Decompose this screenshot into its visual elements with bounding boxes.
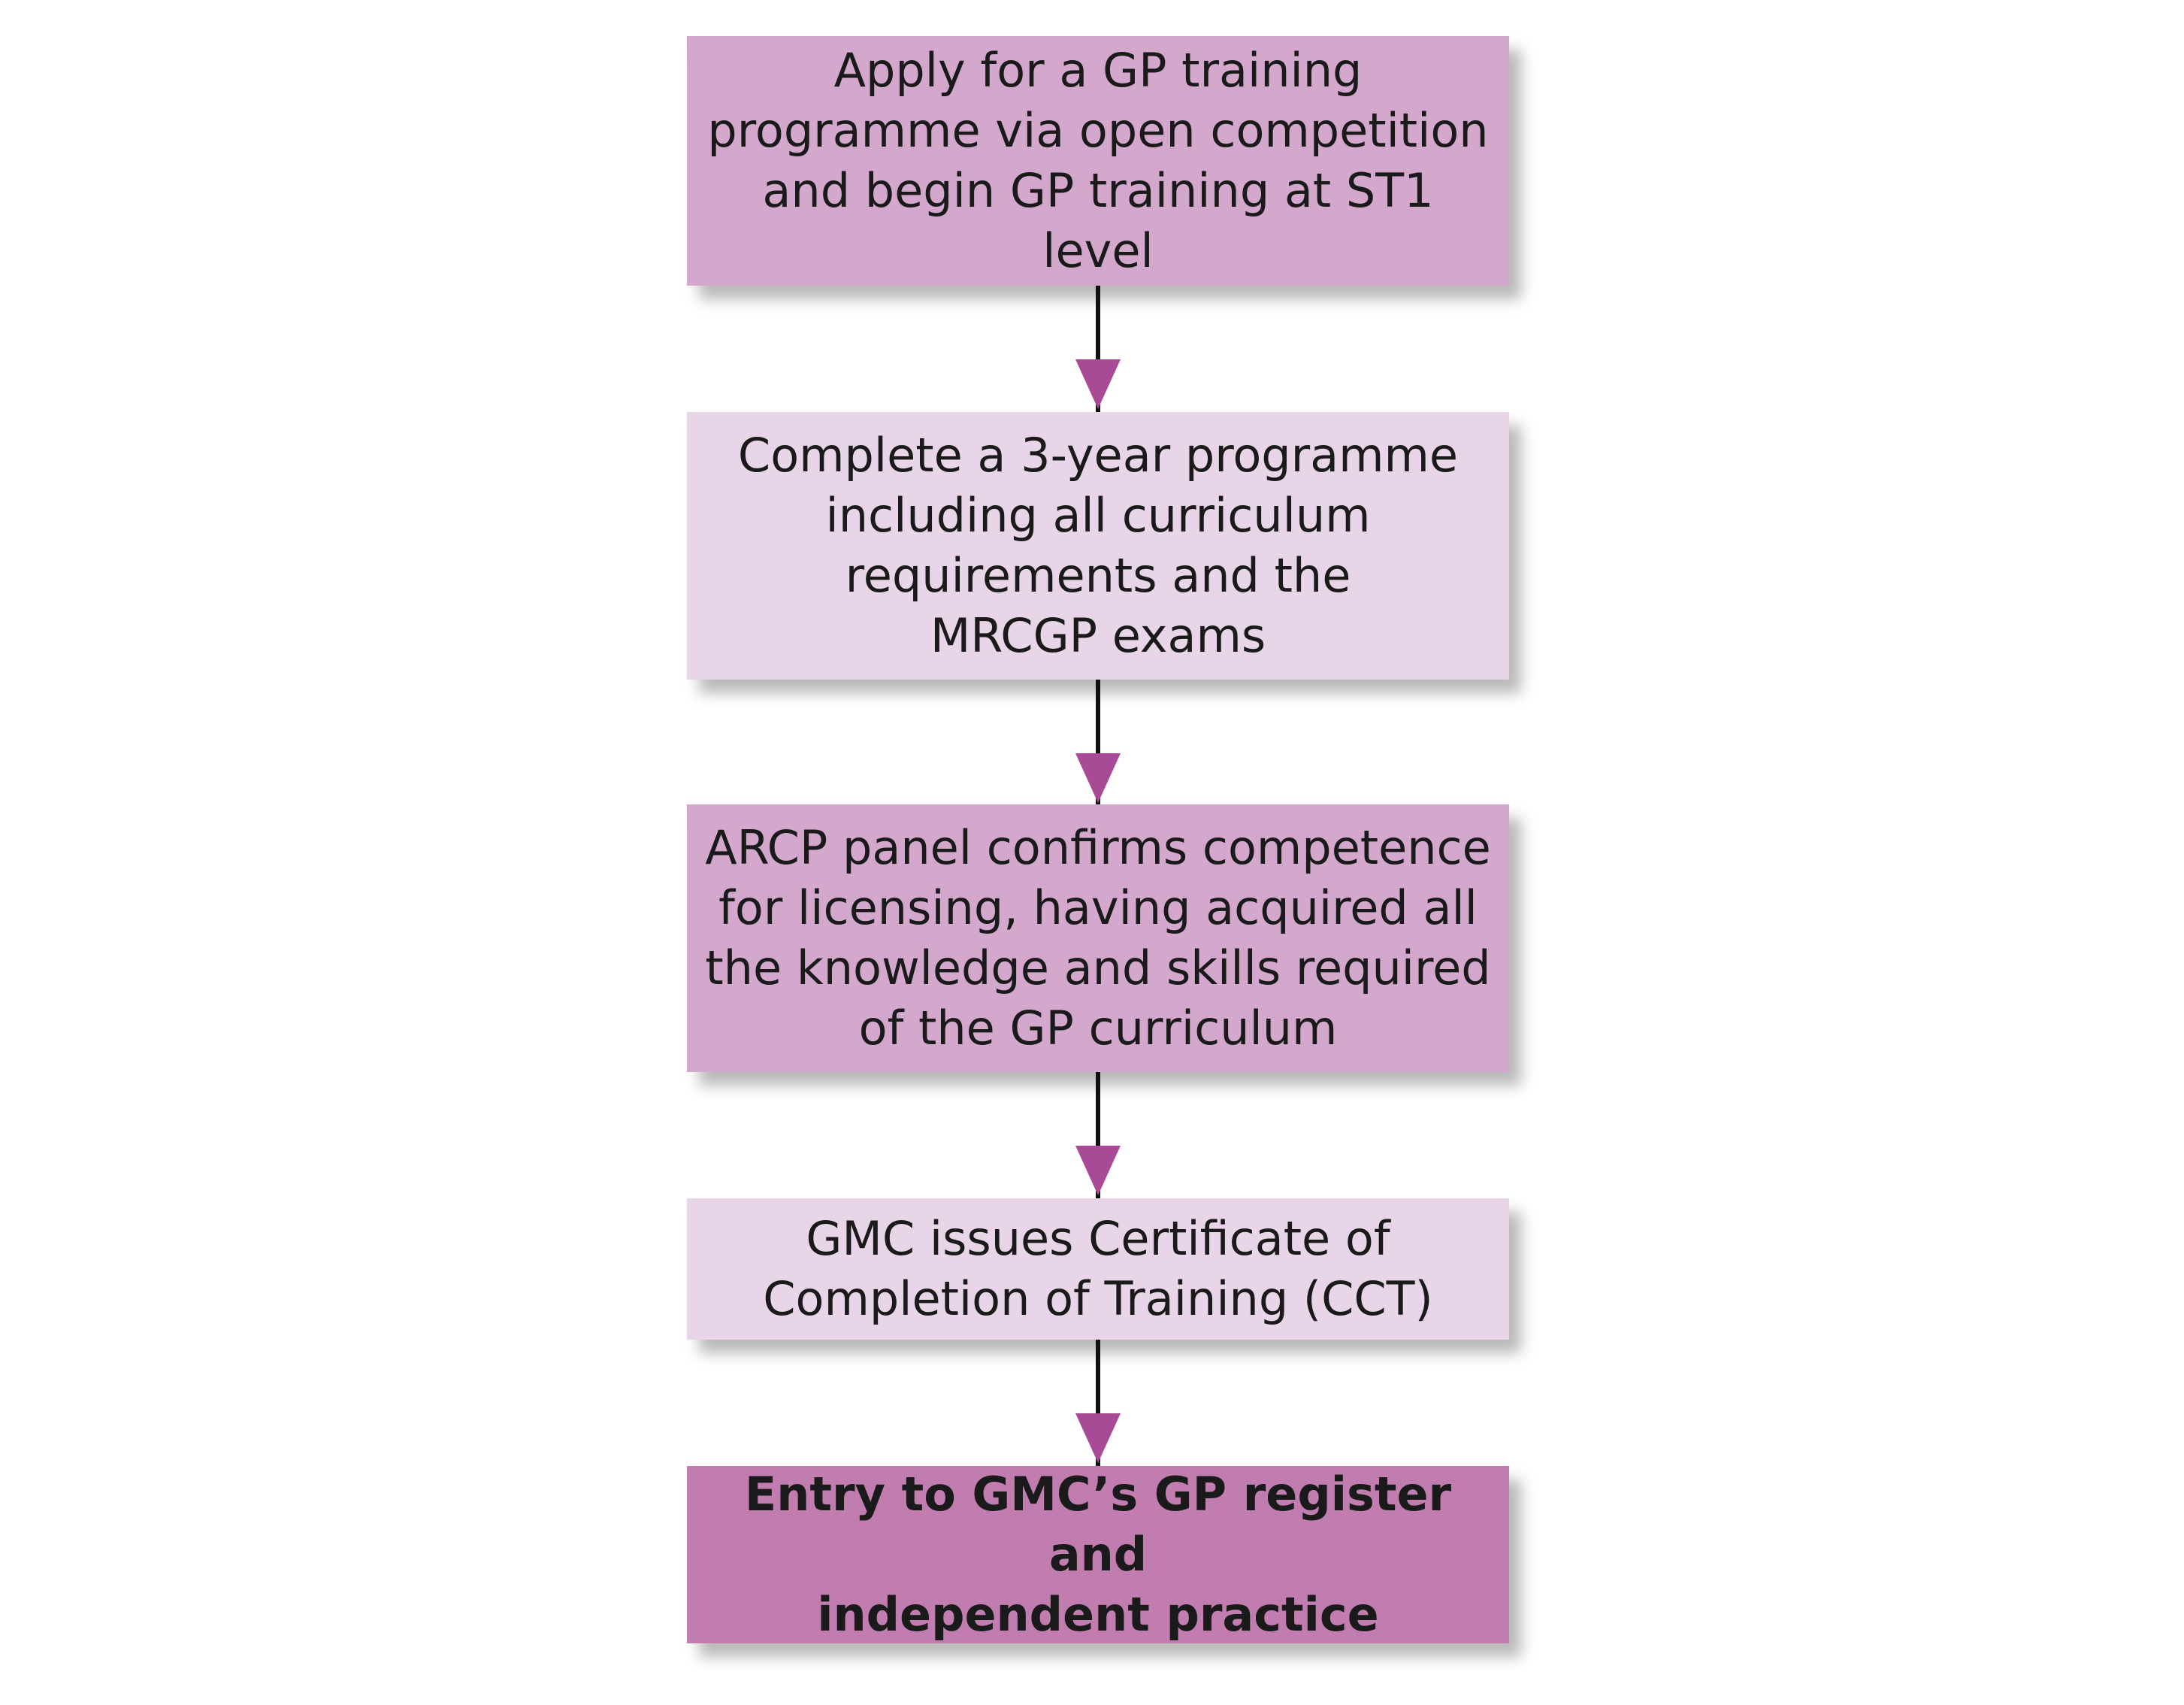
step-4-text: GMC issues Certificate of Completion of … <box>763 1211 1433 1326</box>
step-5-text: Entry to GMC’s GP register and independe… <box>744 1467 1452 1642</box>
step-1-apply-box: Apply for a GP training programme via op… <box>687 36 1509 286</box>
arrow-down-icon <box>1075 1340 1121 1466</box>
arrow-down-icon <box>1075 680 1121 806</box>
arrow-down-icon <box>1075 286 1121 412</box>
step-1-text: Apply for a GP training programme via op… <box>707 43 1489 278</box>
step-2-complete-programme-box: Complete a 3-year programme including al… <box>687 412 1509 680</box>
step-3-text: ARCP panel confirms competence for licen… <box>705 820 1491 1055</box>
step-4-cct-box: GMC issues Certificate of Completion of … <box>687 1198 1509 1340</box>
step-2-text: Complete a 3-year programme including al… <box>737 428 1459 663</box>
step-5-gp-register-box: Entry to GMC’s GP register and independe… <box>687 1466 1509 1643</box>
arrow-down-icon <box>1075 1072 1121 1198</box>
step-3-arcp-panel-box: ARCP panel confirms competence for licen… <box>687 804 1509 1072</box>
